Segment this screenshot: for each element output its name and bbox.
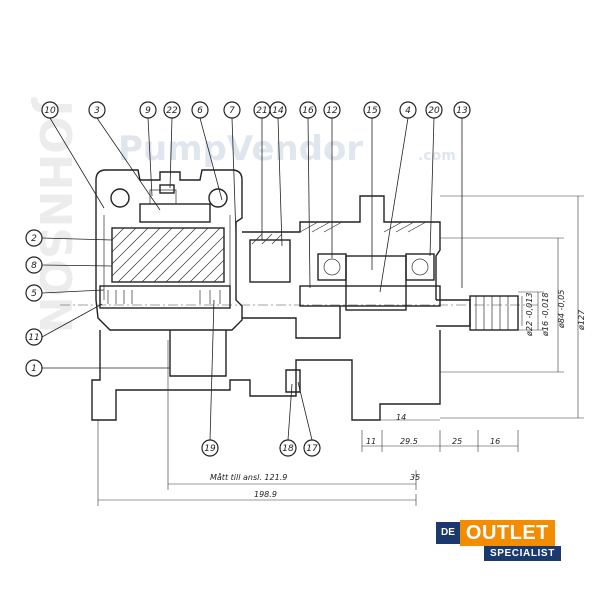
callout-4: 4: [399, 101, 417, 119]
callout-21: 21: [253, 101, 271, 119]
logo-top-row: DE OUTLET: [436, 520, 555, 546]
svg-text:1: 1: [31, 364, 37, 374]
dim-flange-diameter: ø84 -0,05: [557, 290, 566, 329]
svg-text:21: 21: [256, 106, 267, 116]
svg-text:18: 18: [282, 444, 294, 454]
logo-de-badge: DE: [436, 522, 460, 544]
dimension-lines: [97, 195, 584, 506]
svg-text:3: 3: [94, 106, 100, 116]
dim-total-length: 198.9: [254, 490, 277, 499]
outlet-specialist-logo: DE OUTLET SPECIALIST: [436, 520, 572, 568]
svg-text:12: 12: [326, 106, 338, 116]
logo-outlet-text: OUTLET: [459, 520, 555, 546]
callout-14: 14: [269, 101, 287, 119]
svg-text:7: 7: [229, 106, 235, 116]
callout-9: 9: [139, 101, 157, 119]
svg-text:15: 15: [366, 106, 378, 116]
callout-13: 13: [453, 101, 471, 119]
callout-18: 18: [279, 439, 297, 457]
callout-16: 16: [299, 101, 317, 119]
svg-text:20: 20: [428, 106, 440, 116]
callout-2: 2: [25, 229, 43, 247]
dim-16: 16: [490, 437, 500, 446]
dim-29-5: 29.5: [400, 437, 418, 446]
pump-housing: [95, 169, 243, 331]
svg-text:4: 4: [405, 106, 411, 116]
dim-25: 25: [452, 437, 462, 446]
callouts-top: 10 3 9 22 6 7 21 14 16 12 15 4 20 13: [41, 101, 471, 119]
callout-6: 6: [191, 101, 209, 119]
svg-text:13: 13: [456, 106, 468, 116]
dim-overall-height: ø127: [577, 309, 586, 331]
callout-7: 7: [223, 101, 241, 119]
svg-text:8: 8: [31, 261, 37, 271]
logo-specialist-text: SPECIALIST: [484, 546, 561, 561]
callouts-bottom: 19 18 17: [201, 439, 321, 457]
svg-text:11: 11: [28, 333, 39, 343]
svg-text:2: 2: [31, 234, 37, 244]
watermark-domain: .com: [418, 148, 456, 164]
callout-10: 10: [41, 101, 59, 119]
lower-body: [91, 330, 441, 421]
callout-15: 15: [363, 101, 381, 119]
bearing-bracket: [242, 195, 519, 339]
callout-8: 8: [25, 256, 43, 274]
dim-14: 14: [396, 413, 406, 422]
callout-3: 3: [88, 101, 106, 119]
callout-17: 17: [303, 439, 321, 457]
svg-text:16: 16: [302, 106, 314, 116]
svg-text:17: 17: [306, 444, 318, 454]
callout-1: 1: [25, 359, 43, 377]
dim-mott: Mått till ansl. 121.9: [210, 472, 287, 482]
callout-11: 11: [25, 328, 43, 346]
svg-text:10: 10: [44, 106, 56, 116]
callouts-left: 2 8 5 11 1: [25, 229, 43, 377]
svg-text:6: 6: [197, 106, 203, 116]
callout-22: 22: [163, 101, 181, 119]
dimension-labels: ø127 ø84 -0,05 ø22 -0,013 ø16 -0,018 11 …: [210, 290, 586, 499]
svg-text:9: 9: [145, 106, 151, 116]
callout-leaders: [41, 117, 463, 441]
dim-shaft-d1: ø16 -0,018: [541, 293, 550, 337]
svg-text:19: 19: [204, 444, 216, 454]
dim-11: 11: [366, 437, 376, 446]
watermark-brand: PumpVendor: [118, 129, 363, 169]
callout-19: 19: [201, 439, 219, 457]
svg-text:5: 5: [31, 289, 37, 299]
callout-20: 20: [425, 101, 443, 119]
callout-5: 5: [25, 284, 43, 302]
impeller-hatch: [111, 227, 225, 283]
dim-35: 35: [410, 473, 420, 482]
dim-shaft-d2: ø22 -0,013: [525, 293, 534, 337]
svg-text:22: 22: [166, 106, 178, 116]
svg-text:14: 14: [272, 106, 284, 116]
callout-12: 12: [323, 101, 341, 119]
